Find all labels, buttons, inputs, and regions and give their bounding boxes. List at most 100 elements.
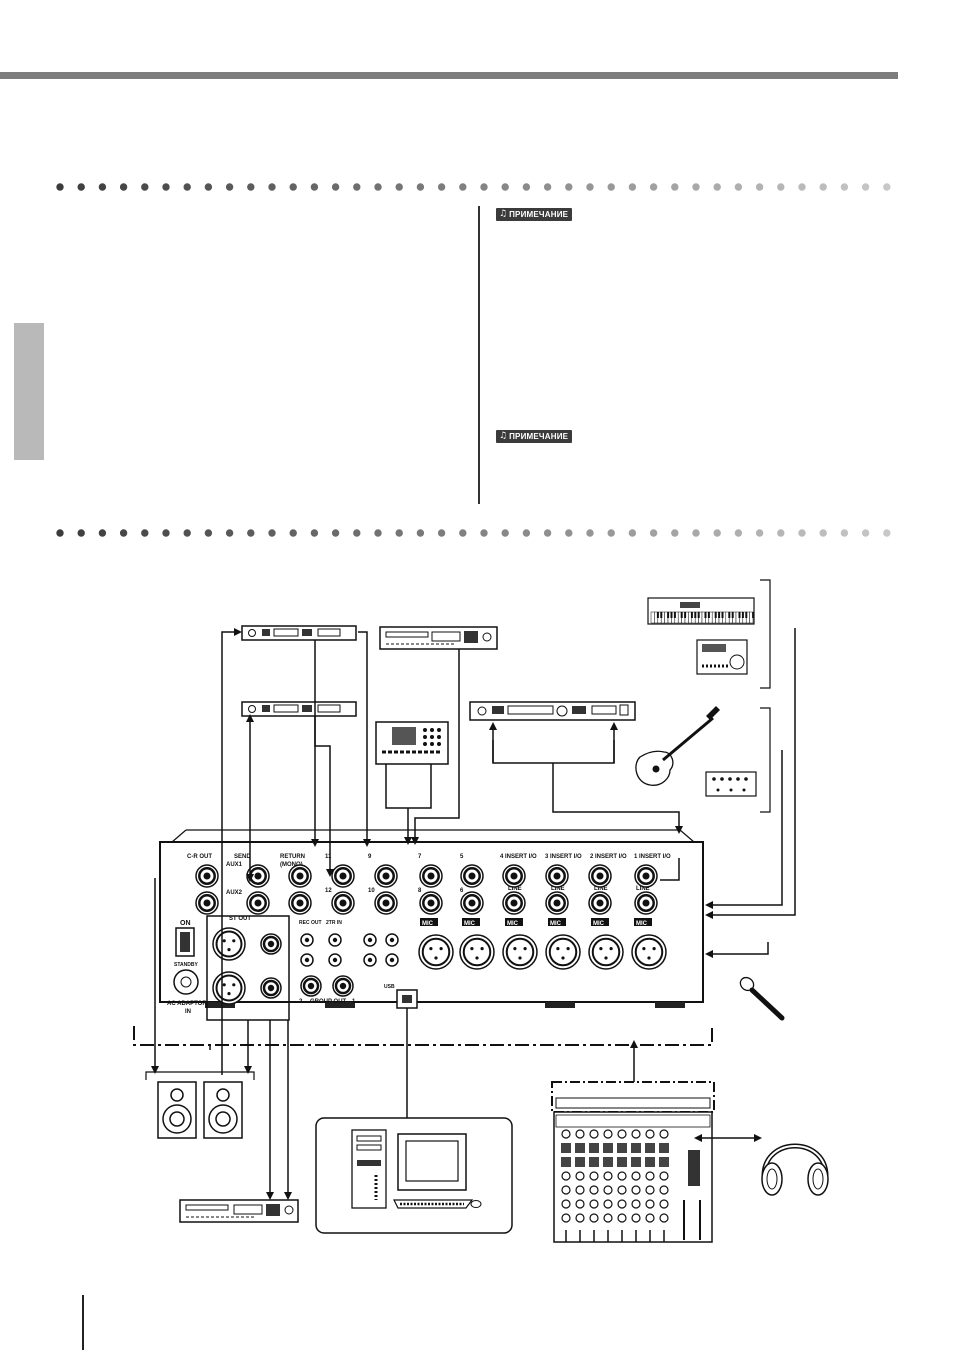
rule-dot bbox=[331, 183, 340, 191]
sampler-device bbox=[375, 721, 449, 765]
key bbox=[738, 612, 741, 618]
group-out-label: GROUP OUT bbox=[310, 999, 347, 1005]
rule-dot bbox=[204, 529, 213, 537]
mixer-knob bbox=[561, 1143, 571, 1153]
rule-dot bbox=[522, 183, 531, 191]
ac-adaptor-label: AC ADAPTOR bbox=[167, 1001, 207, 1007]
ch10-label: 10 bbox=[368, 888, 375, 894]
rule-dot bbox=[734, 183, 743, 191]
ch1-insert-label: 1 INSERT I/O bbox=[634, 854, 671, 860]
headphones bbox=[761, 1143, 829, 1196]
mixer-knob bbox=[617, 1157, 627, 1167]
aux1-label: AUX1 bbox=[226, 862, 243, 868]
ch8-label: 8 bbox=[418, 888, 422, 894]
mixer-knob bbox=[645, 1143, 655, 1153]
cables bbox=[151, 628, 796, 1200]
mixer-knob bbox=[561, 1129, 571, 1139]
mic-badges: MIC MIC MIC MIC MIC MIC bbox=[420, 918, 652, 927]
rule-dot bbox=[353, 183, 361, 191]
rca-jack bbox=[385, 933, 399, 947]
phone-jack bbox=[502, 864, 526, 888]
rule-dot bbox=[819, 183, 827, 191]
xlr-jack bbox=[502, 934, 538, 970]
rule-dot bbox=[649, 529, 658, 537]
footer-rule bbox=[82, 1295, 84, 1350]
cd-recorder bbox=[179, 1199, 299, 1223]
rule-dot bbox=[607, 183, 615, 191]
mixer-knob bbox=[603, 1129, 613, 1139]
bracket-guitar bbox=[760, 707, 771, 813]
mixer-knob bbox=[659, 1185, 669, 1195]
mixer-knob bbox=[617, 1213, 627, 1223]
rule-dot bbox=[162, 183, 170, 191]
rule-dot bbox=[310, 529, 319, 537]
rule-dot bbox=[119, 183, 128, 191]
rule-dot bbox=[543, 183, 552, 191]
mixer-knob bbox=[589, 1171, 599, 1181]
note-label: ПРИМЕЧАНИЕ bbox=[509, 210, 569, 219]
mixer-knob bbox=[561, 1185, 571, 1195]
phone-jack bbox=[331, 864, 355, 888]
mixer-knob bbox=[603, 1157, 613, 1167]
effects-pedal bbox=[705, 771, 757, 797]
mixer-knob bbox=[575, 1171, 585, 1181]
rca-jack bbox=[363, 953, 377, 967]
rule-dot bbox=[77, 529, 85, 537]
mixer-knob bbox=[617, 1171, 627, 1181]
key bbox=[660, 612, 663, 618]
rule-dot bbox=[522, 529, 531, 537]
note-label: ПРИМЕЧАНИЕ bbox=[509, 432, 569, 441]
mixer-knob bbox=[603, 1143, 613, 1153]
line-label: LINE bbox=[551, 886, 565, 892]
mixer-knob bbox=[659, 1157, 669, 1167]
mixer-knob bbox=[617, 1185, 627, 1195]
key bbox=[656, 612, 659, 618]
key bbox=[704, 612, 707, 618]
phone-jack bbox=[331, 891, 355, 915]
mixer-knob bbox=[603, 1213, 613, 1223]
effect-unit-second bbox=[241, 701, 357, 717]
note-badge: ♫ ПРИМЕЧАНИЕ bbox=[496, 208, 573, 221]
rca-jack bbox=[328, 953, 342, 967]
mixer-knob bbox=[645, 1185, 655, 1195]
rule-dot bbox=[225, 529, 234, 537]
rule-dot bbox=[459, 529, 467, 537]
mixer-knob bbox=[561, 1171, 571, 1181]
rule-dot bbox=[225, 183, 234, 191]
rule-dot bbox=[861, 529, 870, 537]
mixer-knob bbox=[589, 1213, 599, 1223]
ch7-label: 7 bbox=[418, 854, 422, 860]
header-rule bbox=[0, 72, 898, 79]
rule-dot bbox=[501, 183, 509, 191]
xlr-jack bbox=[212, 971, 246, 1005]
mixer-knob bbox=[659, 1129, 669, 1139]
effect-unit-top bbox=[241, 625, 357, 641]
rule-dot bbox=[247, 183, 255, 191]
mono-label: (MONO) bbox=[280, 862, 303, 868]
music-note-icon: ♫ bbox=[499, 209, 508, 219]
rule-dot bbox=[416, 529, 425, 537]
rule-dot bbox=[204, 183, 213, 191]
computer bbox=[315, 1117, 513, 1234]
rule-dot bbox=[56, 529, 64, 537]
rule-dot bbox=[268, 183, 276, 191]
rule-dot bbox=[628, 183, 637, 191]
mixer-knob bbox=[561, 1213, 571, 1223]
key bbox=[697, 612, 700, 618]
key bbox=[684, 612, 687, 618]
mic-label: MIC bbox=[636, 921, 648, 927]
xlr-jack bbox=[459, 934, 495, 970]
rule-dot bbox=[734, 529, 743, 537]
cr-out-label: C-R OUT bbox=[187, 854, 212, 860]
mixer-knob bbox=[561, 1199, 571, 1209]
rule-dot bbox=[56, 183, 64, 191]
music-note-icon: ♫ bbox=[499, 431, 508, 441]
rule-dot bbox=[289, 529, 297, 537]
rule-dot bbox=[543, 529, 552, 537]
rule-dot bbox=[141, 183, 149, 191]
acoustic-guitar bbox=[635, 706, 720, 786]
mixer-knob bbox=[645, 1129, 655, 1139]
mixer-knob bbox=[589, 1157, 599, 1167]
bracket-speakers bbox=[145, 1071, 255, 1080]
